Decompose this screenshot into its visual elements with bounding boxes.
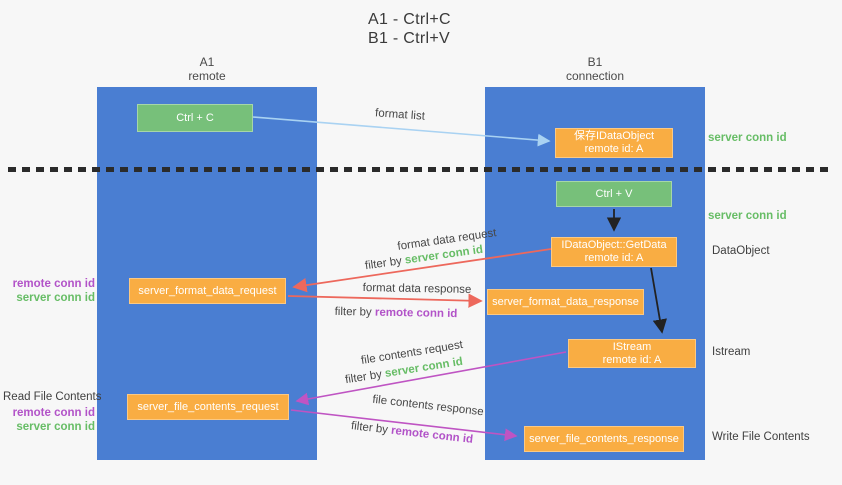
lifeline-b1-role: connection: [565, 69, 625, 83]
node-ctrl-c: Ctrl + C: [137, 104, 253, 132]
label-format-list: format list: [374, 107, 426, 123]
lifeline-a1-role: remote: [188, 69, 226, 83]
node-istream-line2: remote id: A: [602, 353, 662, 366]
annotation-dataobject: DataObject: [712, 245, 770, 257]
diagram-title: A1 - Ctrl+C B1 - Ctrl+V: [368, 10, 451, 48]
node-server-file-contents-response-label: server_file_contents_response: [529, 432, 679, 445]
node-server-format-data-request-label: server_format_data_request: [138, 284, 277, 297]
node-server-format-data-response: server_format_data_response: [487, 289, 644, 315]
remote-conn-id-text: remote conn id: [374, 306, 458, 321]
lifeline-header-a1: A1 remote: [97, 55, 317, 83]
annotation-server-conn-id-a: server conn id: [16, 292, 95, 304]
node-server-file-contents-response: server_file_contents_response: [524, 426, 684, 452]
node-getdata: IDataObject::GetData remote id: A: [551, 237, 677, 267]
label-filter-file-response: filter by remote conn id: [350, 420, 473, 446]
node-ctrl-v-label: Ctrl + V: [595, 187, 633, 200]
node-ctrl-c-label: Ctrl + C: [176, 111, 214, 124]
annotation-remote-conn-id-a: remote conn id: [12, 278, 95, 290]
lifeline-b1-name: B1: [587, 55, 603, 69]
node-server-format-data-response-label: server_format_data_response: [492, 295, 639, 308]
annotation-write-file-contents: Write File Contents: [712, 431, 810, 443]
remote-conn-id-text: remote conn id: [390, 424, 474, 446]
filter-by-text: filter by: [334, 305, 372, 319]
label-format-data-response: format data response: [362, 282, 472, 296]
label-filter-format-response: filter by remote conn id: [335, 306, 458, 320]
filter-by-text: filter by: [344, 368, 383, 387]
lifeline-a1-name: A1: [199, 55, 215, 69]
filter-by-text: filter by: [350, 420, 389, 437]
node-server-format-data-request: server_format_data_request: [129, 278, 286, 304]
node-istream-line1: IStream: [612, 340, 652, 353]
annotation-conn-ids-file: remote conn id server conn id: [0, 406, 95, 434]
node-istream: IStream remote id: A: [568, 339, 696, 368]
node-save-idataobject-line1: 保存IDataObject: [573, 130, 655, 142]
title-line-2: B1 - Ctrl+V: [368, 30, 450, 47]
annotation-read-file-contents: Read File Contents: [3, 391, 102, 403]
machine-boundary-divider: [8, 167, 834, 172]
annotation-server-conn-id-top: server conn id: [708, 132, 787, 144]
node-ctrl-v: Ctrl + V: [556, 181, 672, 207]
annotation-conn-ids-format: remote conn id server conn id: [0, 277, 95, 305]
annotation-server-conn-id-mid: server conn id: [708, 210, 787, 222]
annotation-server-conn-id-b: server conn id: [16, 421, 95, 433]
node-getdata-line2: remote id: A: [584, 252, 644, 264]
node-save-idataobject-line2: remote id: A: [584, 143, 644, 155]
title-line-1: A1 - Ctrl+C: [368, 11, 451, 28]
node-server-file-contents-request: server_file_contents_request: [127, 394, 289, 420]
node-server-file-contents-request-label: server_file_contents_request: [137, 400, 279, 413]
label-file-contents-response: file contents response: [371, 393, 485, 419]
node-getdata-line1: IDataObject::GetData: [561, 239, 667, 251]
annotation-istream: Istream: [712, 346, 751, 358]
node-save-idataobject: 保存IDataObject remote id: A: [555, 128, 673, 158]
lifeline-header-b1: B1 connection: [485, 55, 705, 83]
filter-by-text: filter by: [364, 255, 403, 273]
annotation-remote-conn-id-b: remote conn id: [12, 407, 95, 419]
